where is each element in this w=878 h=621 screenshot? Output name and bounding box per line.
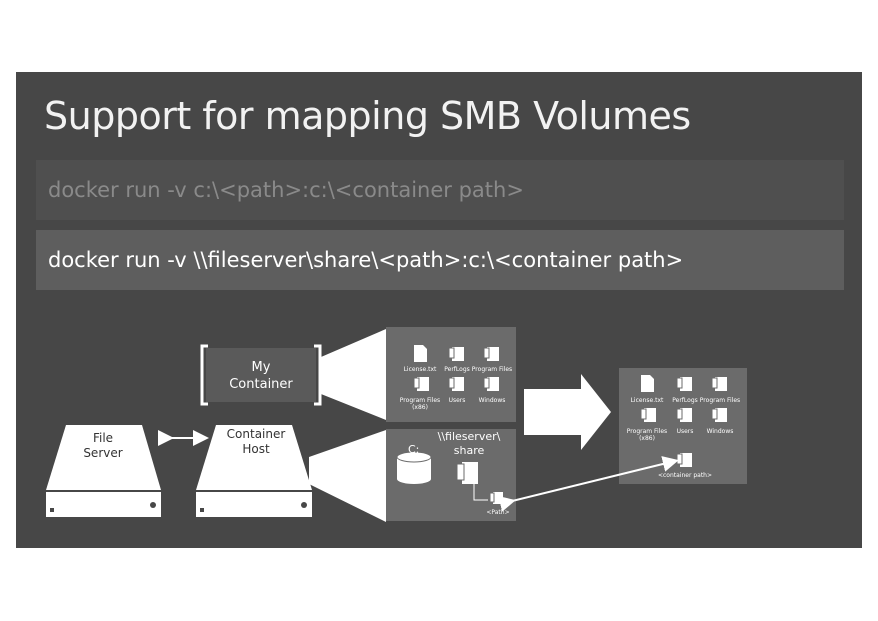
result-item-users: Users (677, 428, 694, 435)
host-storage-panel: C: \\fileserver\ share <Path> (386, 429, 516, 521)
smb-command-text: docker run -v \\fileserver\share\<path>:… (48, 248, 684, 272)
users-folder-icon (448, 377, 464, 391)
license-file-icon (414, 345, 427, 362)
container-label-1: My (252, 360, 271, 375)
result-item-program-files: Program Files (700, 397, 740, 404)
slide-title: Support for mapping SMB Volumes (44, 94, 691, 138)
local-command-bar: docker run -v c:\<path>:c:\<container pa… (36, 160, 844, 220)
result-license-file-icon (641, 375, 654, 392)
share-label-2: share (454, 444, 485, 457)
path-label: <Path> (486, 509, 509, 516)
result-item-license: License.txt (631, 397, 664, 404)
file-server-label-1: File (93, 431, 113, 445)
item-program-files: Program Files (472, 366, 512, 373)
architecture-diagram: My Container License.txt PerfLogs Progra… (46, 327, 747, 522)
program-files-folder-icon (483, 347, 499, 361)
item-license: License.txt (404, 366, 437, 373)
perflogs-folder-icon (448, 347, 464, 361)
item-perflogs: PerfLogs (444, 366, 470, 373)
result-item-program-files-x86-1: Program Files (627, 428, 667, 435)
merge-arrow-icon (524, 374, 611, 450)
result-perflogs-folder-icon (676, 377, 692, 391)
container-box: My Container (200, 344, 322, 406)
result-item-windows: Windows (707, 428, 734, 435)
host-projection (309, 430, 386, 522)
slide: Support for mapping SMB Volumes docker r… (16, 72, 862, 548)
result-program-files-x86-folder-icon (640, 408, 656, 422)
container-label-2: Container (229, 377, 293, 392)
container-path-folder-icon (676, 453, 692, 467)
path-folder-icon (489, 492, 503, 504)
item-windows: Windows (479, 397, 506, 404)
share-folder-icon (456, 462, 478, 484)
mapping-link (498, 456, 679, 512)
file-server-label-2: Server (83, 446, 122, 460)
result-item-perflogs: PerfLogs (672, 397, 698, 404)
host-label-1: Container (227, 427, 286, 441)
program-files-x86-folder-icon (413, 377, 429, 391)
file-server: File Server (46, 425, 161, 517)
result-users-folder-icon (676, 408, 692, 422)
result-windows-folder-icon (711, 408, 727, 422)
item-program-files-x86-2: (x86) (412, 404, 428, 411)
drive-label: C: (408, 443, 419, 456)
container-path-label: <container path> (658, 472, 712, 479)
result-program-files-folder-icon (711, 377, 727, 391)
item-users: Users (449, 397, 466, 404)
container-host: Container Host (196, 425, 312, 517)
local-command-text: docker run -v c:\<path>:c:\<container pa… (48, 178, 524, 202)
result-folder-panel: License.txt PerfLogs Program Files Progr… (619, 368, 747, 484)
smb-command-bar: docker run -v \\fileserver\share\<path>:… (36, 230, 844, 290)
container-folder-panel: License.txt PerfLogs Program Files Progr… (386, 327, 516, 422)
item-program-files-x86-1: Program Files (400, 397, 440, 404)
result-item-program-files-x86-2: (x86) (639, 435, 655, 442)
host-label-2: Host (242, 442, 270, 456)
drive-icon (396, 451, 432, 484)
container-projection (321, 329, 386, 420)
share-label-1: \\fileserver\ (438, 430, 501, 443)
windows-folder-icon (483, 377, 499, 391)
